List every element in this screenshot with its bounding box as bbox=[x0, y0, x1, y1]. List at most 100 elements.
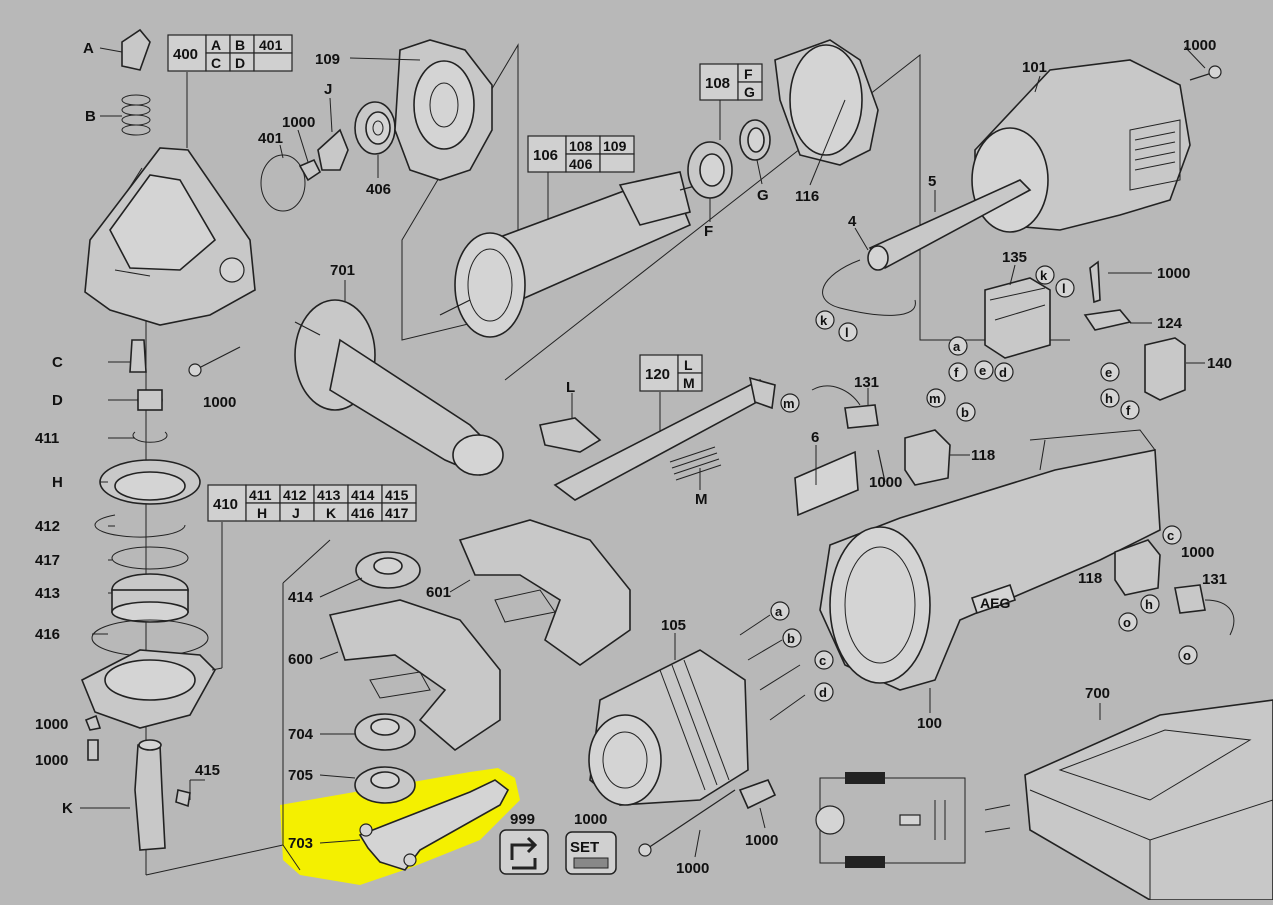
callout-p416: 416 bbox=[35, 626, 60, 643]
frame-left-bottom bbox=[145, 844, 284, 876]
callout-p411: 411 bbox=[35, 430, 59, 447]
part-number-labels: A B 109 J 1000 401 406 701 1000 F G 116 … bbox=[35, 37, 1232, 877]
switch-118 bbox=[904, 429, 951, 486]
callout-pF2: F bbox=[704, 223, 713, 240]
washer-1000-l1 bbox=[84, 714, 102, 731]
oring-401 bbox=[260, 154, 306, 212]
callout-pG2: G bbox=[757, 187, 769, 204]
callout-pb2: b bbox=[961, 405, 969, 420]
knob-a bbox=[121, 28, 151, 71]
callout-p135: 135 bbox=[1002, 249, 1027, 266]
callout-pe1: e bbox=[979, 363, 986, 378]
gear-head-housing bbox=[84, 147, 256, 326]
ring-417 bbox=[111, 546, 189, 570]
callout-p700: 700 bbox=[1085, 685, 1110, 702]
callout-pJt: J bbox=[292, 505, 300, 521]
spring-m bbox=[669, 446, 722, 481]
callout-p406: 406 bbox=[366, 181, 391, 198]
callout-pF: F bbox=[744, 66, 753, 82]
bevel-gear-h bbox=[99, 459, 201, 505]
table-106: 106 108 109 406 bbox=[527, 135, 635, 173]
callout-pL2: L bbox=[566, 379, 575, 396]
long-screw-1000 bbox=[644, 789, 736, 851]
callout-p415: 415 bbox=[195, 762, 220, 779]
callout-p109: 109 bbox=[315, 51, 340, 68]
callout-pf2: f bbox=[1126, 403, 1131, 418]
callout-pa3: a bbox=[775, 604, 783, 619]
screw-set-icon bbox=[573, 857, 609, 869]
guard-601 bbox=[458, 519, 631, 666]
brush-tube-5 bbox=[867, 179, 1032, 271]
table-400: 400 A B 401 C D bbox=[167, 34, 293, 72]
callout-p124: 124 bbox=[1157, 315, 1183, 332]
guard-600 bbox=[328, 599, 501, 752]
callout-a_top: A bbox=[83, 40, 94, 57]
sleeve-d bbox=[137, 389, 163, 411]
letter-markers: k l k l a f e d e h f m m b a b c d c o … bbox=[770, 265, 1198, 702]
wrench-703 bbox=[358, 779, 510, 871]
motor-housing-101 bbox=[971, 59, 1191, 233]
lever-l bbox=[539, 417, 602, 453]
callout-p131: 131 bbox=[854, 374, 879, 391]
callout-p414: 414 bbox=[288, 589, 314, 606]
callout-p1000_l1: 1000 bbox=[35, 716, 68, 733]
callout-pc4: c bbox=[1167, 528, 1174, 543]
callout-p140: 140 bbox=[1207, 355, 1232, 372]
key-415 bbox=[175, 789, 191, 808]
callout-p601: 601 bbox=[426, 584, 451, 601]
callout-p1000_r2: 1000 bbox=[1157, 265, 1190, 282]
armature-106 bbox=[439, 171, 696, 338]
pinion-j bbox=[317, 128, 349, 171]
callout-p5: 5 bbox=[928, 173, 936, 190]
set-label: SET bbox=[570, 839, 599, 856]
button-999[interactable] bbox=[499, 829, 549, 875]
callout-pD: D bbox=[52, 392, 63, 409]
callout-p416t: 416 bbox=[351, 505, 375, 521]
callout-p415t: 415 bbox=[385, 487, 409, 503]
suppressor-131 bbox=[844, 404, 879, 429]
callout-pd3: d bbox=[819, 685, 827, 700]
callout-pf1: f bbox=[954, 365, 959, 380]
callout-pm1: m bbox=[783, 396, 795, 411]
switch-rod-120 bbox=[553, 376, 776, 501]
screw-1000-l2 bbox=[87, 739, 99, 761]
callout-p105: 105 bbox=[661, 617, 686, 634]
spindle-k bbox=[134, 739, 166, 851]
callout-p101: 101 bbox=[1022, 59, 1047, 76]
callout-pc3: c bbox=[819, 653, 826, 668]
callout-pl2: l bbox=[1062, 281, 1066, 296]
callout-pL: L bbox=[684, 357, 693, 373]
callout-p1000_mid: 1000 bbox=[869, 474, 902, 491]
callout-p109b: 109 bbox=[603, 138, 627, 154]
callout-p108: 108 bbox=[569, 138, 593, 154]
callout-p6: 6 bbox=[811, 429, 819, 446]
callout-p417t: 417 bbox=[385, 505, 409, 521]
callout-p400: 400 bbox=[173, 46, 198, 63]
callout-pHt: H bbox=[257, 505, 267, 521]
flange-414 bbox=[355, 551, 421, 589]
rotate-arrow-icon bbox=[510, 836, 538, 870]
nut-705 bbox=[354, 766, 416, 804]
callout-dD: D bbox=[235, 55, 245, 71]
screw-1000-r2 bbox=[1089, 260, 1101, 304]
ring-412 bbox=[94, 514, 186, 538]
cable-4 bbox=[822, 259, 916, 316]
button-set-1000[interactable]: SET bbox=[565, 831, 617, 875]
callout-pe2: e bbox=[1105, 365, 1112, 380]
callout-pM: M bbox=[683, 375, 695, 391]
callout-p412t: 412 bbox=[283, 487, 307, 503]
callout-p1000_r3: 1000 bbox=[1181, 544, 1214, 561]
switch-118b bbox=[1114, 539, 1161, 596]
callout-pKt: K bbox=[326, 505, 336, 521]
screw-1000-mid bbox=[877, 449, 886, 483]
callout-a_top: A bbox=[211, 37, 221, 53]
callout-pG: G bbox=[744, 84, 755, 100]
table-120: 120 L M bbox=[639, 354, 703, 392]
callout-p1000_under701: 1000 bbox=[203, 394, 236, 411]
callout-p1000_bot2: 1000 bbox=[745, 832, 778, 849]
suppressor-131b bbox=[1174, 584, 1206, 614]
callout-p4: 4 bbox=[848, 213, 857, 230]
callout-p1000_l2: 1000 bbox=[35, 752, 68, 769]
